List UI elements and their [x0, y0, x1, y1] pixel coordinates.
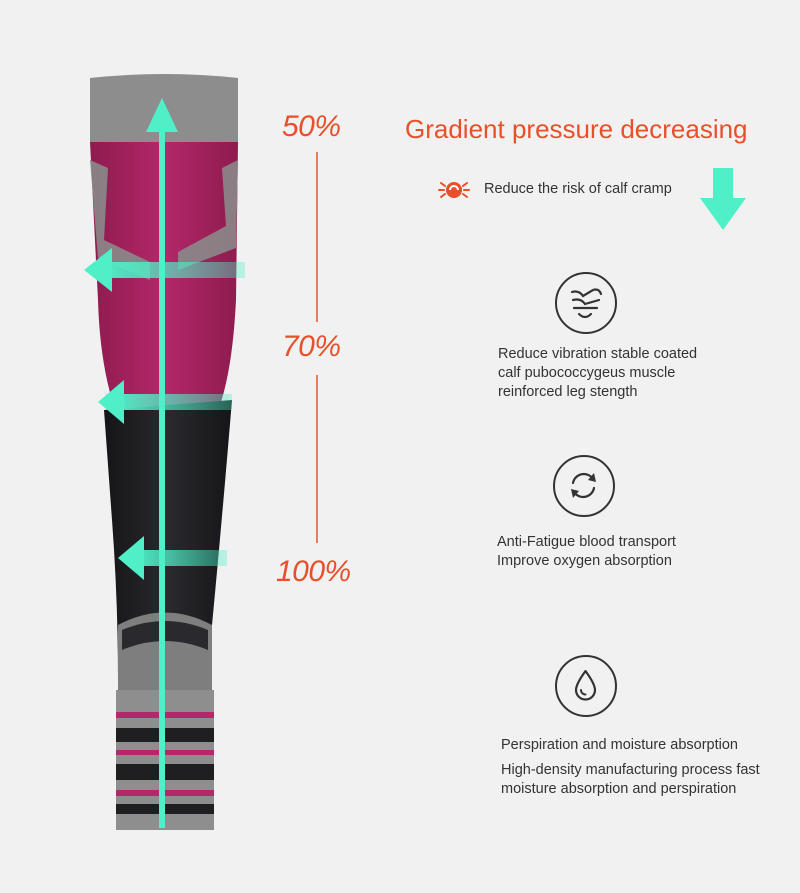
feature-line: Perspiration and moisture absorption: [501, 737, 738, 753]
headline: Gradient pressure decreasing: [405, 114, 748, 144]
feature-moisture: Perspiration and moisture absorption Hig…: [501, 736, 760, 799]
pressure-label-70: 70%: [282, 330, 341, 363]
feature-line: Reduce vibration stable coated: [498, 346, 698, 362]
feature-line: Improve oxygen absorption: [497, 553, 672, 569]
feature-line: moisture absorption and perspiration: [501, 781, 737, 797]
pressure-arrow-middle: [98, 380, 232, 424]
pressure-scale-line-upper: [316, 152, 318, 322]
pressure-scale-line-lower: [316, 375, 318, 543]
cramp-text: Reduce the risk of calf cramp: [484, 181, 672, 197]
feature-leg-support: Reduce vibration stable coated calf pubo…: [498, 345, 697, 402]
feature-line: Anti-Fatigue blood transport: [497, 534, 676, 550]
pressure-arrow-top: [84, 248, 245, 292]
water-drop-icon: [555, 655, 617, 717]
circulation-icon: [553, 455, 615, 517]
feature-circulation: Anti-Fatigue blood transport Improve oxy…: [497, 533, 676, 571]
pressure-arrow-bottom: [118, 536, 227, 580]
feature-line: High-density manufacturing process fast: [501, 762, 760, 778]
leg-support-icon: [555, 272, 617, 334]
sock-lower-leg: [104, 400, 232, 680]
pressure-label-100: 100%: [276, 555, 351, 588]
feature-line: reinforced leg stength: [498, 384, 638, 400]
feature-line: calf pubococcygeus muscle: [498, 365, 676, 381]
pressure-vertical-arrow: [159, 128, 165, 828]
decrease-arrow-icon: [700, 168, 746, 230]
pressure-label-50: 50%: [282, 110, 341, 143]
sock-side-panel-left: [90, 160, 150, 280]
sock-side-panel-right: [178, 160, 238, 270]
cramp-alert-icon: [438, 182, 470, 198]
